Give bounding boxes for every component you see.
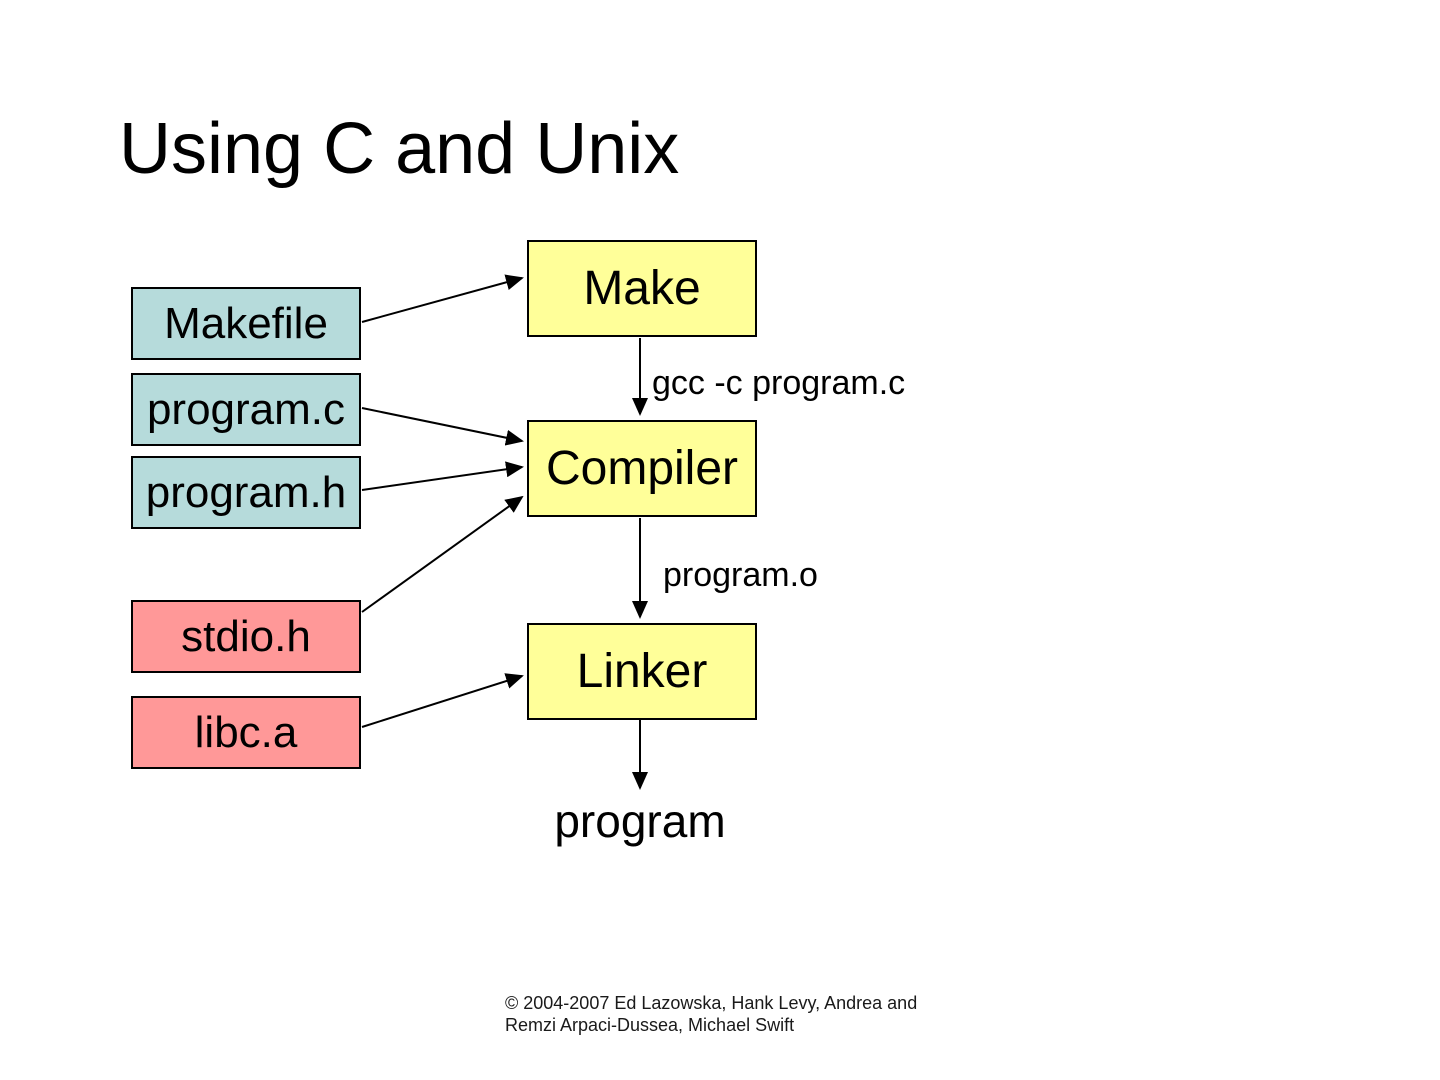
node-makefile-label: Makefile: [164, 298, 328, 348]
footer-copyright-line1: © 2004-2007 Ed Lazowska, Hank Levy, Andr…: [505, 993, 918, 1013]
edge-label-gcc-command: gcc -c program.c: [652, 364, 906, 402]
node-stdio-h-label: stdio.h: [181, 611, 311, 661]
node-stdio-h: stdio.h: [131, 600, 361, 673]
node-program-h-label: program.h: [145, 467, 347, 517]
arrow-stdio-h-to-compiler: [361, 495, 524, 613]
node-linker-label: Linker: [576, 645, 708, 698]
arrow-program-c-to-compiler: [361, 407, 524, 446]
slide-title: Using C and Unix: [119, 109, 680, 189]
node-compiler: Compiler: [527, 420, 757, 517]
node-compiler-label: Compiler: [545, 442, 739, 495]
edge-label-program-o: program.o: [663, 556, 818, 594]
node-program-c-label: program.c: [146, 384, 346, 434]
node-program-h: program.h: [131, 456, 361, 529]
node-make: Make: [527, 240, 757, 337]
node-libc-a-label: libc.a: [194, 707, 298, 757]
arrow-program-h-to-compiler: [361, 461, 524, 491]
node-linker: Linker: [527, 623, 757, 720]
node-libc-a: libc.a: [131, 696, 361, 769]
footer-copyright: © 2004-2007 Ed Lazowska, Hank Levy, Andr…: [505, 992, 917, 1036]
footer-copyright-line2: Remzi Arpaci-Dussea, Michael Swift: [505, 1015, 795, 1035]
node-makefile: Makefile: [131, 287, 361, 360]
arrow-libc-a-to-linker: [361, 673, 524, 728]
node-make-label: Make: [583, 262, 701, 315]
node-program-c: program.c: [131, 373, 361, 446]
output-label-program: program: [554, 795, 726, 847]
arrow-makefile-to-make: [361, 274, 524, 323]
